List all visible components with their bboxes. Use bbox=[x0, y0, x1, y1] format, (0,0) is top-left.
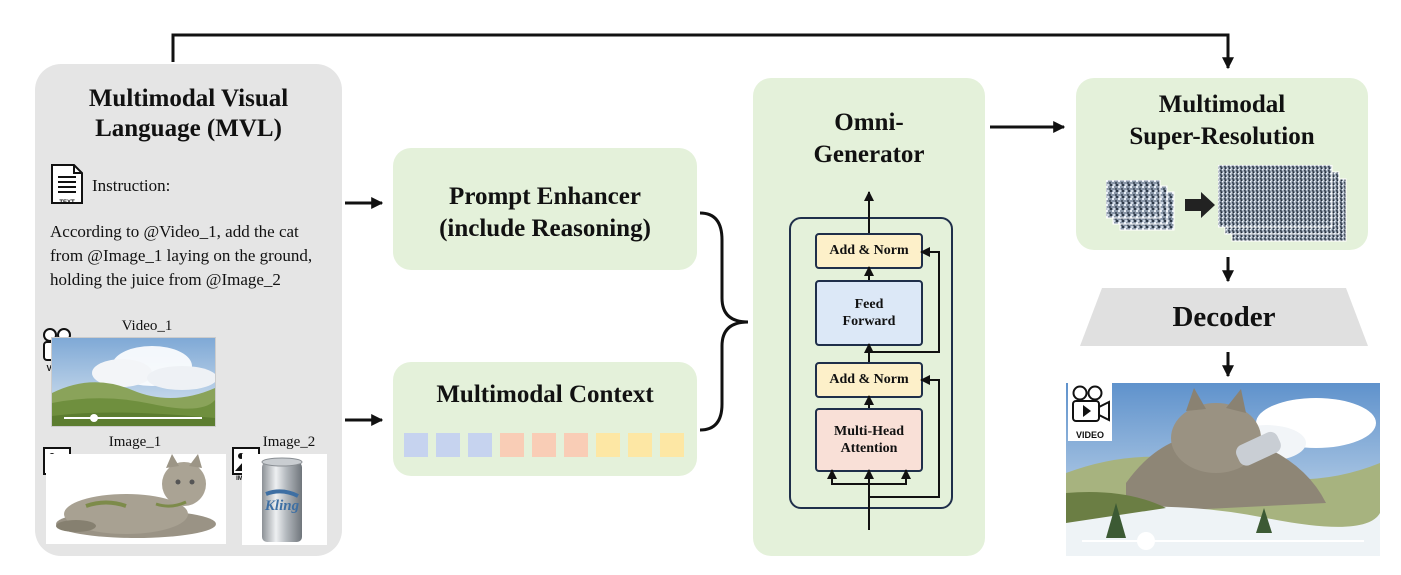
image-2-label: Image_2 bbox=[262, 434, 316, 450]
mvl-title: Multimodal Visual Language (MVL) bbox=[88, 85, 289, 142]
image-1-label: Image_1 bbox=[108, 434, 162, 450]
super-resolution-title-1: Multimodal bbox=[1158, 91, 1286, 118]
prompt-enhancer-title-1: Prompt Enhancer bbox=[449, 183, 641, 210]
output-video-thumbnail[interactable] bbox=[1066, 383, 1380, 556]
output-video-icon-label: VIDEO bbox=[1075, 430, 1104, 440]
feed-forward-line-1: Feed bbox=[854, 296, 884, 312]
high-res-noise-frames bbox=[1218, 165, 1348, 245]
transformer-block bbox=[789, 217, 953, 509]
context-token bbox=[628, 433, 652, 457]
attention-line-1: Multi-Head bbox=[834, 423, 904, 439]
context-token bbox=[500, 433, 524, 457]
video-1-thumbnail[interactable] bbox=[51, 337, 216, 427]
image-2-thumbnail[interactable] bbox=[242, 454, 327, 545]
context-token bbox=[596, 433, 620, 457]
low-res-noise-frames bbox=[1106, 180, 1176, 232]
instruction-label: Instruction: bbox=[92, 176, 171, 195]
generator-title-2: Generator bbox=[813, 141, 925, 168]
super-resolution-title-2: Super-Resolution bbox=[1129, 123, 1315, 150]
can-logo-text: Kling bbox=[264, 498, 300, 514]
context-title: Multimodal Context bbox=[436, 381, 654, 408]
context-panel bbox=[393, 362, 697, 476]
generator-title-1: Omni- bbox=[834, 109, 904, 136]
decoder-shape bbox=[1080, 288, 1368, 346]
context-token bbox=[660, 433, 684, 457]
feed-forward-line-2: Forward bbox=[842, 314, 896, 329]
text-icon-label: TEXT bbox=[59, 200, 75, 206]
super-resolution-arrow-icon bbox=[1183, 190, 1217, 220]
text-doc-icon bbox=[50, 163, 84, 207]
attention-line-2: Attention bbox=[840, 441, 898, 456]
video-1-label: Video_1 bbox=[121, 318, 173, 334]
context-token bbox=[564, 433, 588, 457]
context-token bbox=[468, 433, 492, 457]
image-1-thumbnail[interactable] bbox=[46, 454, 226, 544]
attention-box: Multi-Head Attention bbox=[815, 408, 923, 472]
top-skip-arrow bbox=[171, 33, 1234, 70]
context-token-row bbox=[404, 433, 694, 457]
merge-brace bbox=[699, 211, 749, 432]
context-token bbox=[404, 433, 428, 457]
prompt-enhancer-title-2: (include Reasoning) bbox=[439, 215, 651, 242]
prompt-enhancer-panel bbox=[393, 148, 697, 270]
context-token bbox=[436, 433, 460, 457]
add-norm-top: Add & Norm bbox=[815, 233, 923, 269]
decoder-label: Decoder bbox=[1172, 301, 1276, 333]
instruction-text: According to @Video_1, add the cat from … bbox=[50, 222, 313, 289]
output-video-camera-icon bbox=[1068, 383, 1112, 441]
context-token bbox=[532, 433, 556, 457]
